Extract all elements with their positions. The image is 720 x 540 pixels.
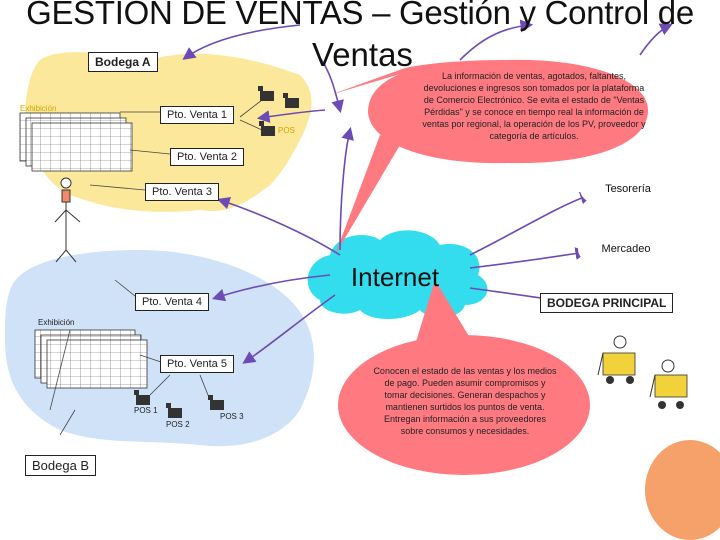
top-callout-tail	[335, 135, 400, 255]
bottom-callout-bubble	[338, 335, 590, 475]
pto-venta-2: Pto. Venta 2	[170, 148, 244, 166]
shelf-grid-icon	[19, 112, 133, 172]
top-callout-text: La información de ventas, agotados, falt…	[422, 71, 646, 141]
shelf-grid-icon	[34, 329, 148, 389]
bodega-b-label: Bodega B	[25, 455, 97, 476]
pto-venta-5: Pto. Venta 5	[160, 355, 234, 373]
page-title-continuation: Ventas	[312, 36, 413, 73]
bodega-principal-label: BODEGA PRINCIPAL	[540, 293, 674, 313]
pto-venta-1: Pto. Venta 1	[160, 106, 234, 124]
page-title: GESTION DE VENTAS – Gestión y Control de	[26, 0, 694, 31]
exhibicion-bottom-label: Exhibición	[38, 318, 75, 327]
mercadeo-label: Mercadeo	[578, 236, 674, 262]
orange-circle	[645, 440, 720, 540]
bodega-a-zone	[25, 52, 312, 212]
forklift-icon	[649, 359, 688, 409]
pos-top-label: POS	[278, 126, 295, 135]
exhibicion-top-label: Exhibición	[20, 104, 57, 113]
bottom-callout-text: Conocen el estado de las ventas y los me…	[373, 366, 557, 436]
pto-venta-3: Pto. Venta 3	[145, 183, 219, 201]
forklift-icon	[597, 335, 636, 384]
top-callout-bubble	[330, 59, 649, 164]
pos-2-label: POS 2	[166, 420, 190, 429]
internet-label: Internet	[350, 262, 440, 292]
tesoreria-label: Tesorería	[580, 176, 676, 202]
bodega-a-label: Bodega A	[88, 52, 158, 72]
bodega-b-zone	[5, 250, 314, 447]
pto-venta-4: Pto. Venta 4	[135, 293, 209, 311]
bottom-callout-tail	[415, 280, 470, 345]
person-icon	[54, 177, 81, 263]
pos-terminal-icon	[134, 86, 299, 418]
pos-3-label: POS 3	[220, 412, 244, 421]
pos-1-label: POS 1	[134, 406, 158, 415]
